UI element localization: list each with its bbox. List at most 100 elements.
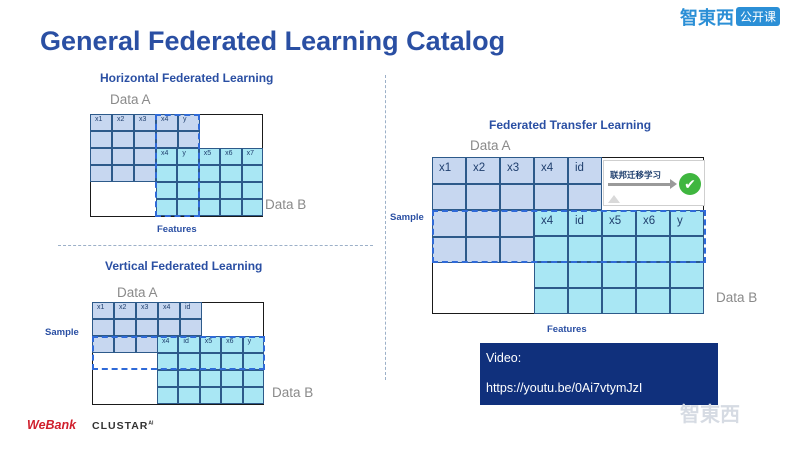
grid-cell: x4 — [156, 148, 178, 165]
grid-cell: x5 — [198, 148, 221, 165]
logo-brand: 智東西 — [680, 8, 734, 29]
vertical-sample-highlight — [92, 336, 265, 370]
vertical-divider — [385, 75, 386, 380]
grid-cell — [241, 182, 263, 199]
transfer-data-b-label: Data B — [716, 290, 758, 305]
page-title: General Federated Learning Catalog — [40, 26, 506, 56]
grid-cell — [432, 183, 466, 210]
grid-cell — [134, 165, 156, 182]
transfer-grid-b: x4 id x5 x6 y — [534, 210, 704, 314]
transfer-features-label: Features — [547, 324, 587, 335]
video-label: Video: — [486, 351, 522, 365]
grid-cell — [178, 370, 200, 387]
transfer-data-a-label: Data A — [470, 138, 511, 153]
grid-cell — [466, 183, 500, 210]
grid-cell — [112, 165, 134, 182]
grid-cell — [242, 387, 264, 404]
transfer-fl-title: Federated Transfer Learning — [489, 118, 652, 132]
grid-cell — [568, 183, 602, 210]
grid-cell — [180, 319, 202, 336]
grid-cell — [242, 370, 264, 387]
horizontal-data-b-label: Data B — [265, 197, 307, 212]
arrowhead-icon — [670, 179, 677, 189]
grid-cell — [157, 387, 179, 404]
transfer-sample-label: Sample — [390, 212, 424, 223]
grid-cell: x3 — [134, 114, 156, 131]
grid-cell — [198, 199, 221, 216]
grid-cell — [534, 288, 568, 314]
grid-cell — [568, 288, 602, 314]
grid-cell — [241, 199, 263, 216]
grid-cell: x2 — [114, 302, 136, 319]
grid-cell — [112, 131, 134, 148]
webank-logo: WeBank — [27, 418, 77, 432]
logo-tag: 公开课 — [736, 7, 781, 26]
horizontal-fl-title: Horizontal Federated Learning — [100, 71, 274, 85]
horizontal-features-label: Features — [157, 224, 197, 235]
grid-cell — [90, 148, 112, 165]
grid-cell — [221, 370, 243, 387]
grid-cell: id — [568, 210, 602, 236]
grid-cell: y — [670, 210, 704, 236]
grid-cell: x1 — [92, 302, 114, 319]
video-link[interactable]: https://youtu.be/0Ai7vtymJzI — [486, 381, 643, 395]
grid-cell — [636, 288, 670, 314]
transfer-callout-label: 联邦迁移学习 — [610, 170, 662, 180]
grid-cell — [198, 165, 221, 182]
grid-cell: x3 — [500, 157, 534, 184]
grid-cell — [90, 165, 112, 182]
zhidongxi-logo: 智東西公开课 — [680, 4, 795, 29]
watermark-logo: 智東西 — [680, 402, 740, 426]
grid-cell — [220, 182, 242, 199]
grid-cell — [500, 236, 534, 263]
grid-cell: x2 — [112, 114, 134, 131]
grid-cell — [198, 182, 221, 199]
horizontal-grid-b: x4 y x5 x6 x7 — [156, 148, 263, 216]
grid-cell: x7 — [241, 148, 263, 165]
transfer-overlap-highlight — [432, 210, 706, 263]
grid-cell — [136, 319, 158, 336]
grid-cell — [568, 262, 602, 288]
grid-cell — [178, 387, 200, 404]
grid-cell — [199, 387, 222, 404]
clustar-logo: CLUSTARAI — [92, 420, 153, 432]
grid-cell: x6 — [220, 148, 242, 165]
grid-cell — [602, 262, 636, 288]
grid-cell: x1 — [90, 114, 112, 131]
grid-cell — [636, 262, 670, 288]
vertical-data-b-label: Data B — [272, 385, 314, 400]
grid-cell — [134, 148, 156, 165]
grid-cell — [199, 370, 222, 387]
horizontal-data-a-label: Data A — [110, 92, 151, 107]
grid-cell — [90, 131, 112, 148]
grid-cell — [670, 288, 704, 314]
vertical-data-a-label: Data A — [117, 285, 158, 300]
vertical-sample-label: Sample — [45, 327, 79, 338]
grid-cell: id — [568, 157, 602, 184]
right-arrow-icon — [608, 183, 670, 186]
horizontal-feature-highlight — [155, 114, 200, 217]
grid-cell: id — [180, 302, 202, 319]
transfer-callout: 联邦迁移学习 ✔ — [603, 160, 705, 206]
grid-cell — [220, 199, 242, 216]
grid-cell — [221, 387, 243, 404]
grid-cell — [112, 148, 134, 165]
grid-cell — [466, 210, 500, 237]
grid-cell — [602, 288, 636, 314]
grid-cell: x3 — [136, 302, 158, 319]
grid-cell — [670, 262, 704, 288]
grid-cell — [134, 131, 156, 148]
grid-cell: x2 — [466, 157, 500, 184]
up-arrow-icon — [608, 195, 620, 203]
clustar-ai: AI — [148, 420, 154, 427]
grid-cell: x4 — [158, 302, 180, 319]
clustar-name: CLUSTAR — [92, 420, 149, 432]
grid-cell — [534, 262, 568, 288]
check-icon: ✔ — [679, 173, 701, 195]
grid-cell — [220, 165, 242, 182]
grid-cell — [241, 165, 263, 182]
grid-cell — [500, 183, 534, 210]
vertical-fl-title: Vertical Federated Learning — [105, 259, 263, 273]
grid-cell — [534, 183, 568, 210]
grid-cell — [114, 319, 136, 336]
